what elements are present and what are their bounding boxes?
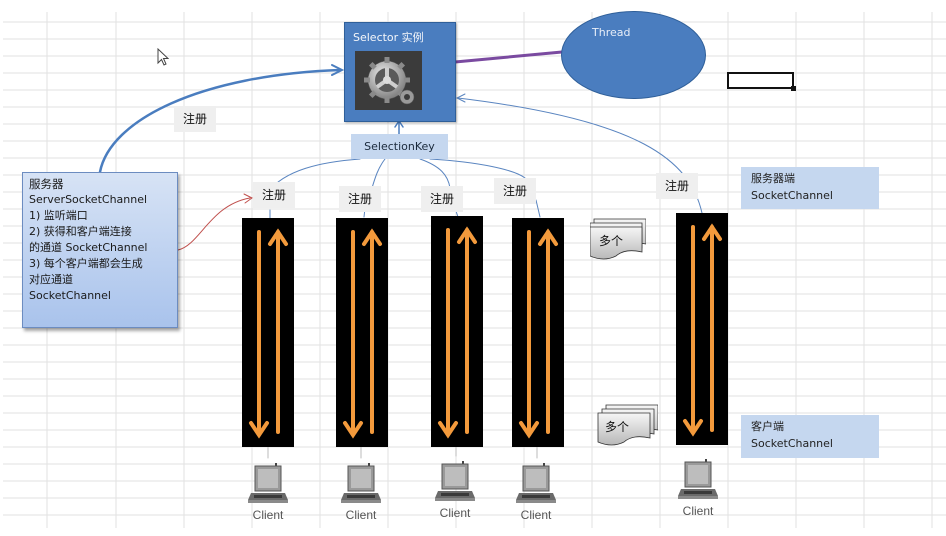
server-side-socketchannel-label: 服务器端 SocketChannel xyxy=(741,167,879,209)
socket-channel[interactable] xyxy=(512,218,564,447)
multiple-label: 多个 xyxy=(605,420,630,434)
bidirectional-arrows-icon xyxy=(519,228,558,439)
register-chip: 注册 xyxy=(421,186,464,212)
client-label: Client xyxy=(682,504,714,518)
bidirectional-arrows-icon xyxy=(249,228,288,439)
gear-icon xyxy=(355,51,422,110)
server-box-line: 的通道 SocketChannel xyxy=(29,241,148,254)
selector-title: Selector 实例 xyxy=(353,31,424,44)
selector-thread-link xyxy=(453,50,564,64)
socket-channel[interactable] xyxy=(431,216,483,447)
server-box-line: ServerSocketChannel xyxy=(29,193,148,206)
multiple-documents-icon: 多个 xyxy=(596,404,659,446)
multiple-label: 多个 xyxy=(599,234,624,248)
register-chip: 注册 xyxy=(656,173,699,199)
client-side-socketchannel-label: 客户端 SocketChannel xyxy=(741,415,879,458)
laptop-icon xyxy=(435,461,475,501)
client-side-subtitle: SocketChannel xyxy=(751,437,833,450)
arrowhead xyxy=(331,64,345,76)
register-chip: 注册 xyxy=(494,178,537,204)
server-box-line: 2) 获得和客户端连接 xyxy=(29,225,132,238)
bidirectional-arrows-icon xyxy=(438,226,477,439)
multiple-documents-icon: 多个 xyxy=(589,218,647,260)
socket-channel[interactable] xyxy=(336,218,388,447)
server-box-line: SocketChannel xyxy=(29,289,111,302)
server-to-channel-connector xyxy=(177,197,251,251)
client-computer[interactable]: Client xyxy=(433,458,477,520)
selector-instance[interactable]: Selector 实例 xyxy=(344,22,456,122)
laptop-icon xyxy=(248,463,288,503)
register-curve-server xyxy=(98,68,342,174)
thread-ellipse[interactable]: Thread xyxy=(561,11,706,99)
laptop-icon xyxy=(678,459,718,499)
client-computer[interactable]: Client xyxy=(676,456,720,518)
selection-key[interactable]: SelectionKey xyxy=(351,134,448,159)
bidirectional-arrows-icon xyxy=(343,228,382,439)
client-label: Client xyxy=(252,508,284,522)
server-socket-channel-box[interactable]: 服务器 ServerSocketChannel 1) 监听端口 2) 获得和客户… xyxy=(22,172,178,328)
server-side-subtitle: SocketChannel xyxy=(751,189,833,202)
socket-channel[interactable] xyxy=(676,213,728,445)
laptop-icon xyxy=(341,463,381,503)
server-side-title: 服务器端 xyxy=(751,172,795,185)
client-label: Client xyxy=(439,506,471,520)
mouse-cursor-icon xyxy=(157,47,171,72)
client-computer[interactable]: Client xyxy=(246,460,290,522)
server-box-line: 对应通道 xyxy=(29,273,73,286)
client-computer[interactable]: Client xyxy=(339,460,383,522)
selected-cell[interactable] xyxy=(727,72,794,89)
server-box-line: 1) 监听端口 xyxy=(29,209,88,222)
register-chip: 注册 xyxy=(339,186,382,212)
fill-handle[interactable] xyxy=(791,86,796,91)
client-label: Client xyxy=(345,508,377,522)
register-chip: 注册 xyxy=(253,182,296,208)
bidirectional-arrows-icon xyxy=(683,223,722,437)
server-box-line: 服务器 xyxy=(29,177,64,191)
register-chip-main: 注册 xyxy=(174,106,217,132)
thread-label: Thread xyxy=(592,26,631,39)
client-label: Client xyxy=(520,508,552,522)
laptop-icon xyxy=(516,463,556,503)
client-side-title: 客户端 xyxy=(751,420,784,433)
client-computer[interactable]: Client xyxy=(514,460,558,522)
server-box-line: 3) 每个客户端都会生成 xyxy=(29,257,143,270)
socket-channel[interactable] xyxy=(242,218,294,447)
